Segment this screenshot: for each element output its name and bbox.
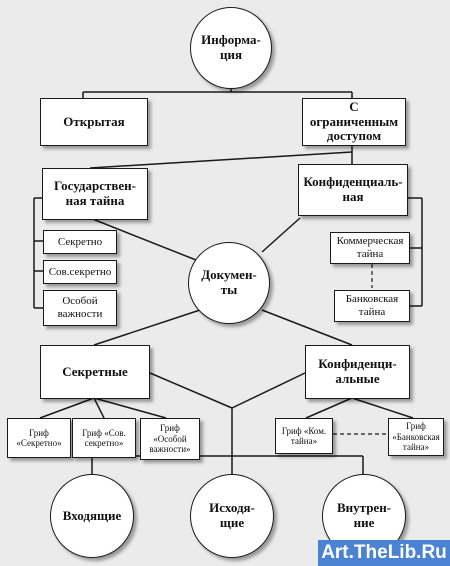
node-state-secret: Государствен- ная тайна <box>42 168 148 220</box>
stamp-bank-secret: Гриф «Банковская тайна» <box>388 418 444 456</box>
node-open: Открытая <box>40 98 148 146</box>
grade-special-importance: Особой важности <box>43 290 117 326</box>
stamp-special-importance: Гриф «Особой важности» <box>140 418 200 460</box>
flow-incoming: Входящие <box>50 474 134 558</box>
node-restricted-access: С ограниченным доступом <box>302 98 406 146</box>
stamp-secret: Гриф «Секретно» <box>7 418 71 458</box>
watermark-logo: Art.TheLib.Ru <box>318 540 450 566</box>
node-confidential-docs: Конфиденци- альные <box>305 345 410 399</box>
flow-outgoing: Исходя- щие <box>190 474 274 558</box>
grade-top-secret: Сов.секретно <box>43 260 117 284</box>
stamp-commercial-secret: Гриф «Ком. тайна» <box>275 418 333 454</box>
type-commercial-secret: Коммерческая тайна <box>330 232 410 264</box>
grade-secret: Секретно <box>43 230 117 254</box>
node-secret-docs: Секретные <box>40 345 150 399</box>
type-bank-secret: Банковская тайна <box>334 290 410 322</box>
stamp-top-secret: Гриф «Сов. секретно» <box>72 418 136 458</box>
node-documents: Докумен- ты <box>188 242 270 324</box>
node-confidential: Конфиденциаль- ная <box>298 164 408 216</box>
root-node-information: Информа- ция <box>190 7 272 89</box>
